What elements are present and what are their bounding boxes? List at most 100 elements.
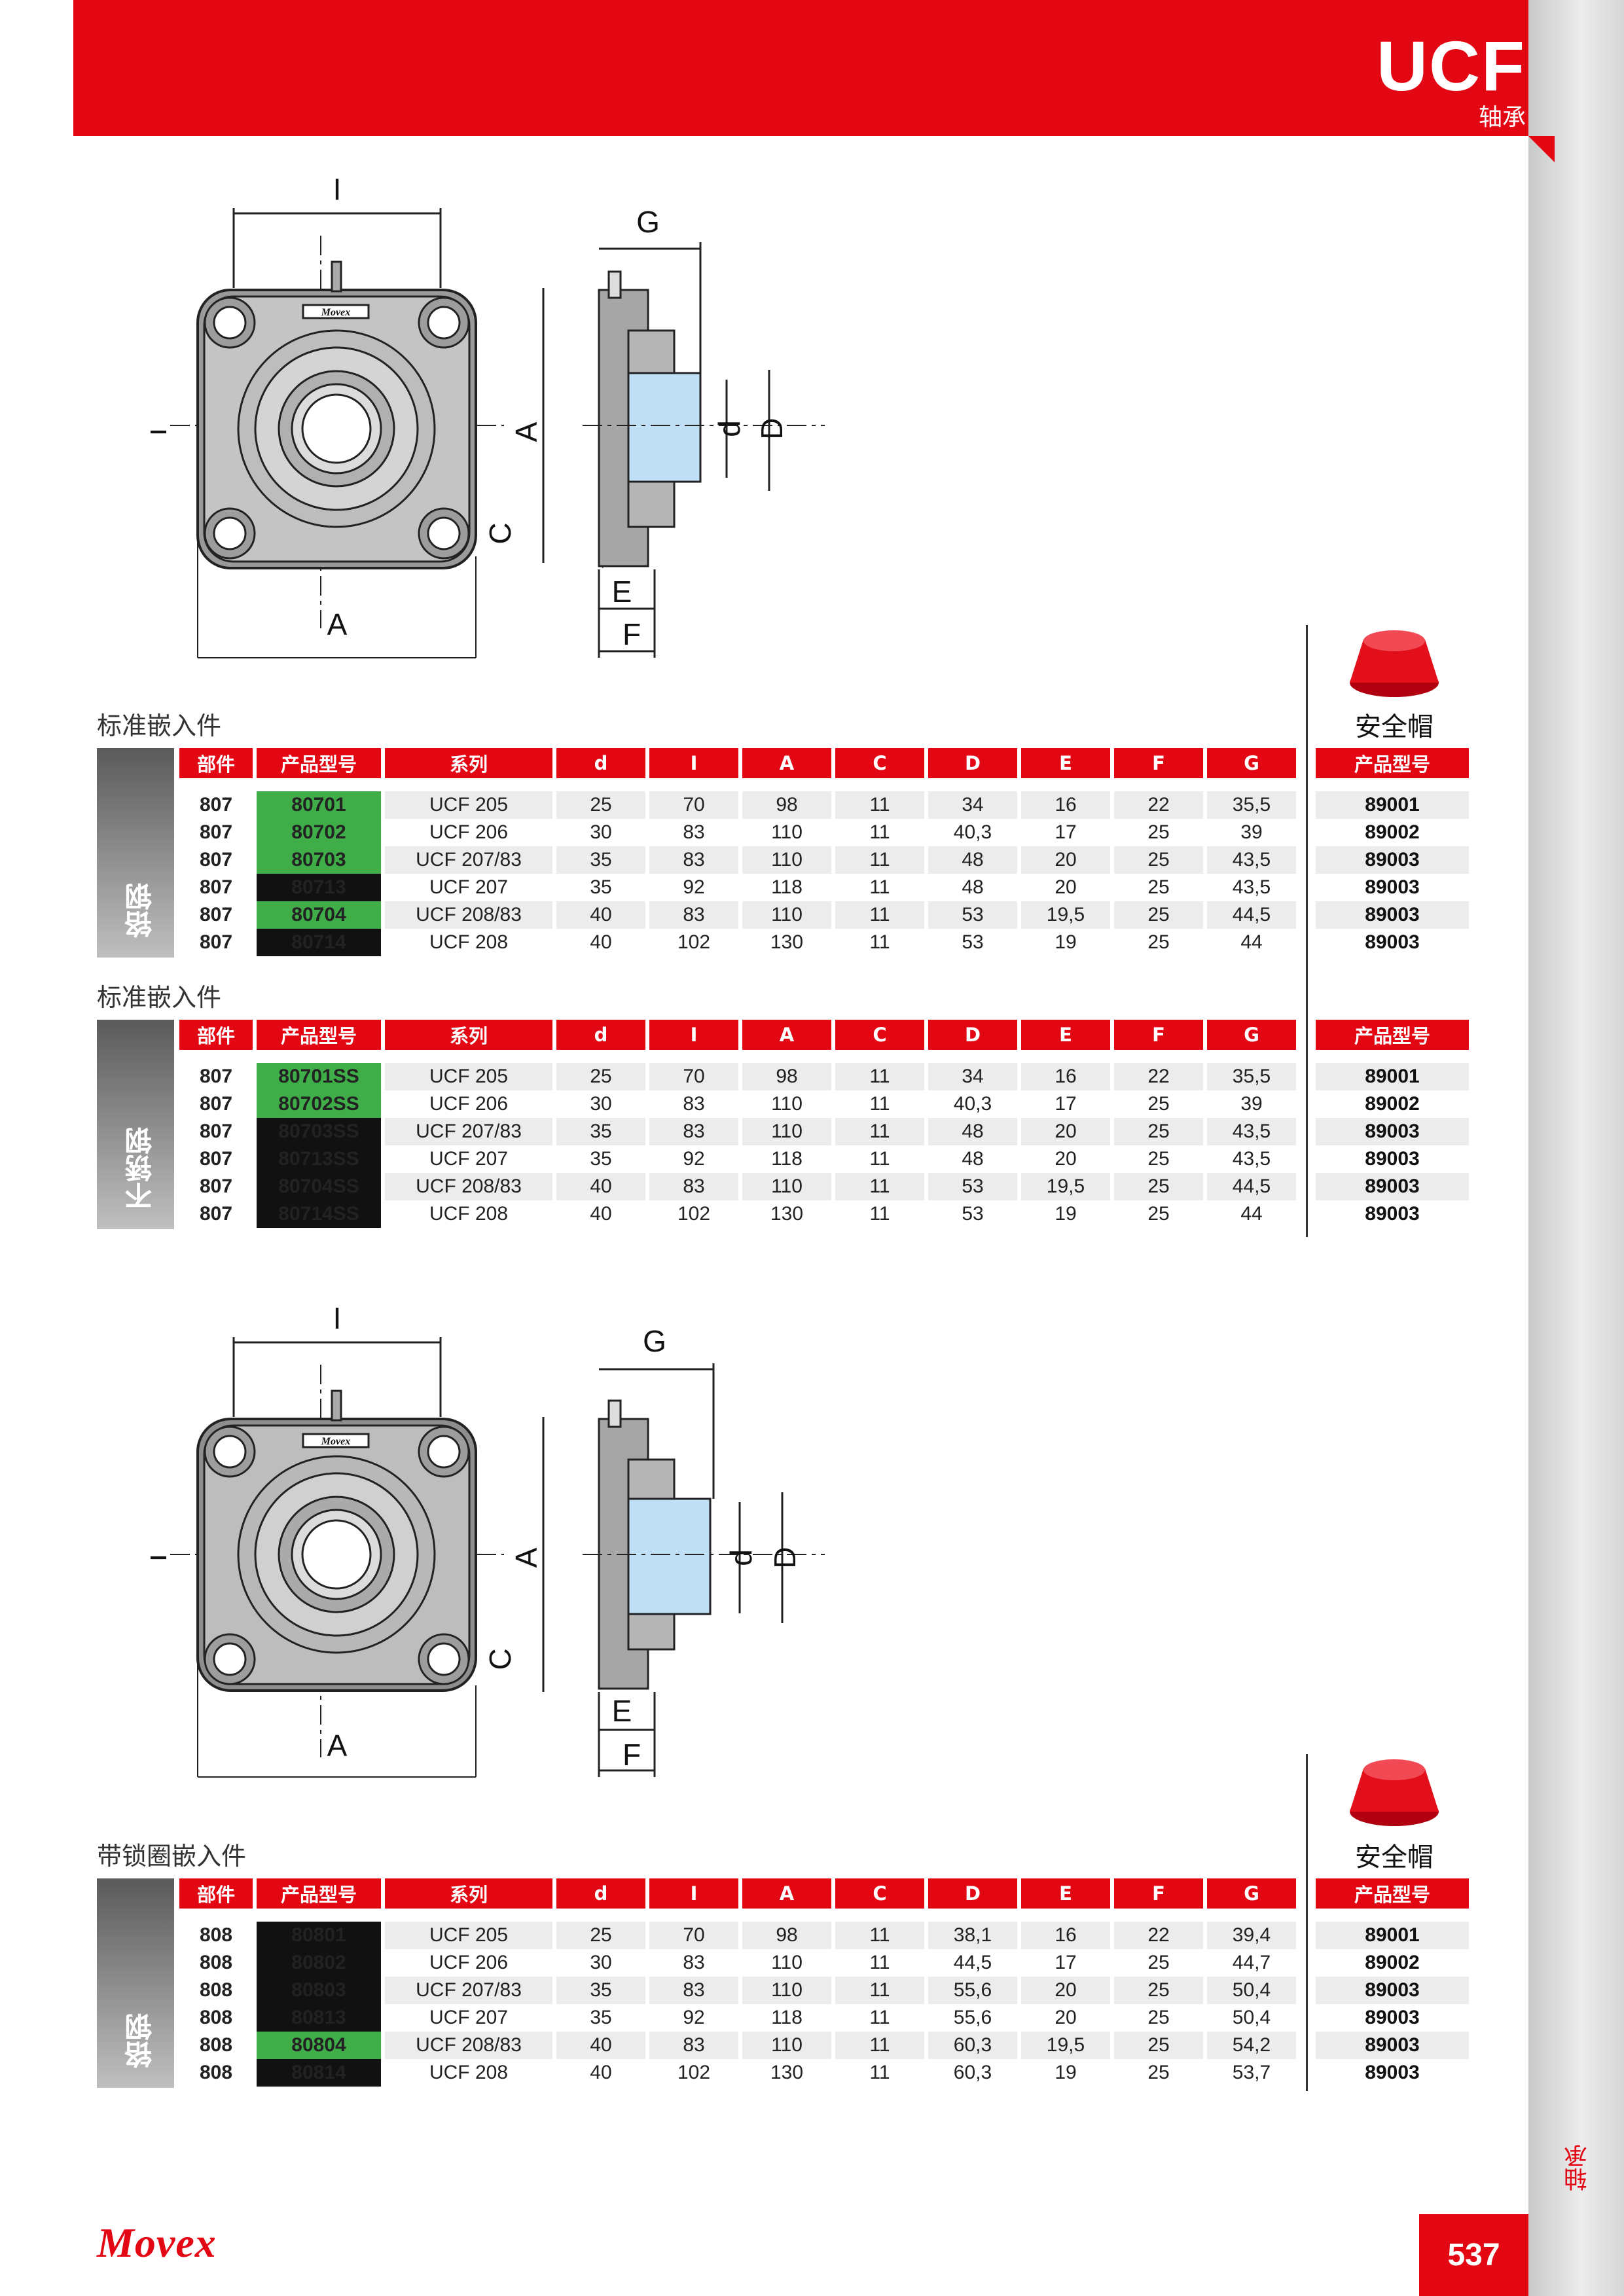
- dimension-cell: 11: [835, 1977, 924, 2004]
- svg-text:A: A: [509, 422, 543, 442]
- dimension-cell: 98: [742, 791, 831, 819]
- dimension-cell: 11: [869, 2007, 890, 2028]
- safety-cap-image-1: [1350, 630, 1439, 697]
- series-cell: UCF 208: [429, 931, 509, 953]
- column-header: d: [556, 1020, 645, 1050]
- dimension-cell: 83: [683, 1952, 705, 1973]
- technical-drawing-2: Movex I I A A C G d D E F: [151, 1301, 825, 1778]
- column-header: F: [1114, 1878, 1203, 1909]
- dimension-cell: 48: [962, 876, 984, 898]
- dimension-cell: 25: [556, 1063, 645, 1090]
- dimension-cell: 110: [742, 846, 831, 874]
- product-code-cell: 80702SS: [257, 1090, 381, 1118]
- column-header: D: [928, 1020, 1017, 1050]
- dimension-cell: 25: [556, 791, 645, 819]
- dimension-cell: 19: [1055, 2062, 1077, 2083]
- svg-text:G: G: [636, 205, 660, 239]
- dimension-cell: 25: [1114, 1118, 1203, 1145]
- dimension-cell: 38,1: [928, 1922, 1017, 1949]
- dimension-cell: 25: [1147, 1203, 1170, 1225]
- dimension-cell: 83: [649, 2032, 738, 2059]
- column-header: D: [928, 748, 1017, 778]
- dimension-cell: 40,3: [953, 821, 992, 843]
- dimension-cell: 39: [1240, 821, 1263, 843]
- dimension-cell: 11: [835, 1063, 924, 1090]
- divider-line-1: [1306, 625, 1308, 1237]
- part-cell: 807: [199, 794, 233, 816]
- column-header: A: [742, 748, 831, 778]
- cap-code-cell: 89002: [1365, 821, 1420, 843]
- svg-text:G: G: [643, 1324, 666, 1358]
- material-label: 不锈钢: [124, 1127, 156, 1210]
- product-code-cell: 80802: [257, 1949, 381, 1977]
- column-header: d: [556, 748, 645, 778]
- cap-row: 89002: [1316, 1949, 1469, 1977]
- right-edge-strip: [1528, 0, 1624, 2296]
- part-cell: 807: [199, 849, 233, 870]
- series-cell: UCF 208/83: [385, 901, 552, 929]
- series-cell: UCF 205: [385, 791, 552, 819]
- dimension-cell: 130: [770, 931, 804, 953]
- dimension-cell: 20: [1021, 846, 1110, 874]
- column-header: 产品型号: [257, 748, 381, 778]
- svg-text:I: I: [333, 172, 342, 206]
- cap-row: 89002: [1316, 1090, 1469, 1118]
- dimension-cell: 11: [869, 821, 890, 843]
- product-code-cell: 80702: [257, 819, 381, 846]
- dimension-cell: 92: [683, 876, 705, 898]
- svg-text:I: I: [151, 1554, 173, 1562]
- column-header: A: [742, 1020, 831, 1050]
- part-cell: 808: [199, 1979, 233, 2001]
- part-cell: 807: [199, 1203, 233, 1225]
- column-header: I: [649, 1020, 738, 1050]
- svg-text:A: A: [327, 1729, 348, 1763]
- cap-code-cell: 89001: [1316, 1922, 1469, 1949]
- series-cell: UCF 206: [429, 1952, 509, 1973]
- column-header: F: [1114, 748, 1203, 778]
- section-view: [542, 1363, 825, 1777]
- dimension-cell: 83: [649, 1118, 738, 1145]
- column-header: C: [835, 1020, 924, 1050]
- dimension-cell: 20: [1055, 1148, 1077, 1170]
- dimension-cell: 25: [1147, 876, 1170, 898]
- series-cell: UCF 208/83: [385, 1173, 552, 1200]
- part-cell: 808: [199, 2034, 233, 2056]
- product-code-cell: 80713: [257, 874, 381, 901]
- product-code-cell: 80813: [257, 2004, 381, 2032]
- dimension-cell: 83: [649, 846, 738, 874]
- header-fold: [1528, 136, 1555, 162]
- series-cell: UCF 207/83: [385, 846, 552, 874]
- cap-label-1: 安全帽: [1355, 712, 1434, 742]
- svg-text:C: C: [483, 522, 517, 544]
- part-cell: 807: [199, 1148, 233, 1170]
- column-header: D: [928, 1878, 1017, 1909]
- dimension-cell: 50,4: [1207, 1977, 1296, 2004]
- dimension-cell: 53: [928, 901, 1017, 929]
- dimension-cell: 50,4: [1232, 2007, 1271, 2028]
- dimension-cell: 102: [677, 2062, 711, 2083]
- dimension-cell: 60,3: [953, 2062, 992, 2083]
- cap-code-cell: 89002: [1365, 1952, 1420, 1973]
- material-label: 铬钢: [124, 883, 156, 938]
- dimension-cell: 19: [1055, 1203, 1077, 1225]
- dimension-cell: 19: [1055, 931, 1077, 953]
- svg-text:D: D: [768, 1547, 802, 1568]
- cap-row: 89003: [1316, 846, 1469, 874]
- column-header: G: [1207, 1020, 1296, 1050]
- part-cell: 807: [199, 1175, 233, 1197]
- column-header: G: [1207, 748, 1296, 778]
- part-cell: 807: [199, 1121, 233, 1142]
- dimension-cell: 102: [677, 931, 711, 953]
- product-code-cell: 80704: [257, 901, 381, 929]
- dimension-cell: 70: [649, 791, 738, 819]
- series-cell: UCF 205: [385, 1922, 552, 1949]
- dimension-cell: 40: [590, 1203, 612, 1225]
- dimension-cell: 43,5: [1207, 1118, 1296, 1145]
